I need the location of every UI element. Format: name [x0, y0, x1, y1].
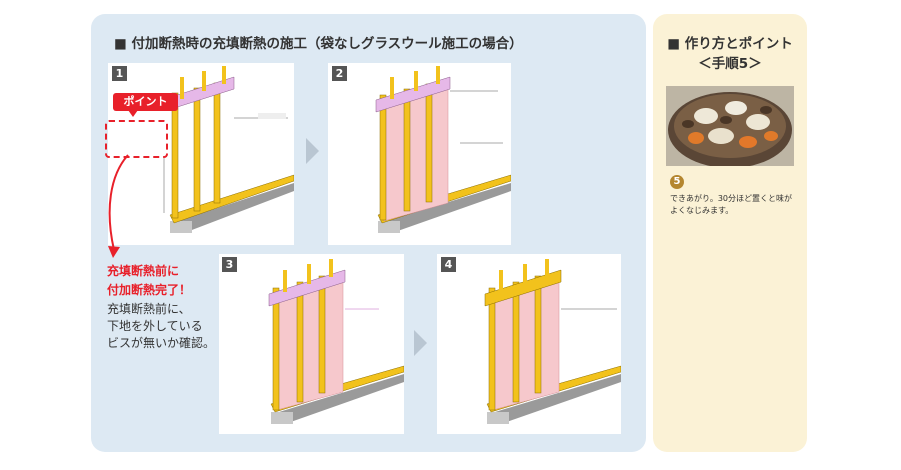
- note-black-line1: 充填断熱前に、: [107, 302, 191, 316]
- arrow-right-icon: [306, 138, 319, 164]
- curved-arrow-icon: [108, 154, 129, 258]
- side-title-line1: ■ 作り方とポイント: [667, 36, 793, 52]
- step-3-badge: 3: [222, 257, 237, 272]
- step-2-diagram: [328, 63, 511, 245]
- step-2-badge: 2: [332, 66, 347, 81]
- point-label: ポイント: [113, 93, 178, 111]
- main-title: ■ 付加断熱時の充填断熱の施工（袋なしグラスウール施工の場合）: [114, 36, 523, 52]
- point-callout-tail: [128, 110, 138, 117]
- arrow-right-icon: [414, 330, 427, 356]
- note-black: 充填断熱前に、 下地を外している ビスが無いか確認。: [107, 301, 215, 352]
- note-black-line2: 下地を外している: [107, 319, 203, 333]
- food-photo: [666, 86, 794, 166]
- step-1-badge: 1: [112, 66, 127, 81]
- step-3-diagram: [219, 254, 404, 434]
- step-4-badge: 4: [441, 257, 456, 272]
- note-red: 充填断熱前に 付加断熱完了！: [107, 262, 191, 300]
- step-4-diagram: [437, 254, 621, 434]
- note-black-line3: ビスが無いか確認。: [107, 336, 216, 350]
- side-panel: [653, 14, 807, 452]
- step-5-text: できあがり。30分ほど置くと味がよくなじみます。: [670, 194, 793, 215]
- note-red-line1: 充填断熱前に: [107, 264, 180, 278]
- side-title: ■ 作り方とポイント ＜手順5＞: [653, 34, 807, 74]
- highlight-dashed-box: [105, 120, 168, 158]
- side-title-line2: ＜手順5＞: [698, 56, 762, 72]
- step-5-badge: 5: [670, 175, 684, 189]
- note-red-line2: 付加断熱完了！: [107, 283, 192, 297]
